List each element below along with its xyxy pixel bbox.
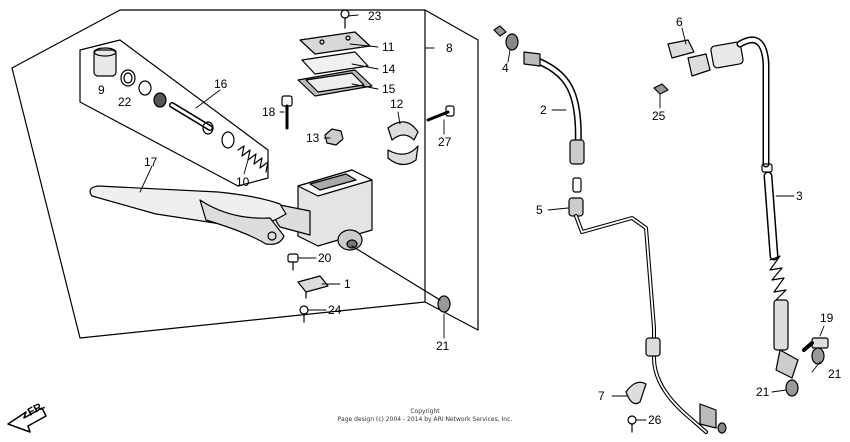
page-design-credit: Page design (c) 2004 - 2014 by ARI Netwo…	[337, 416, 513, 423]
callout-17: 17	[144, 155, 158, 169]
seal-ring	[153, 92, 167, 108]
callout-18: 18	[262, 105, 276, 119]
callout-11: 11	[382, 40, 395, 54]
callout-21-left: 21	[436, 339, 450, 353]
boot-part	[93, 47, 117, 77]
brake-pipe-part	[568, 177, 727, 434]
bracket-line-2	[424, 9, 479, 41]
callout-1: 1	[344, 277, 351, 291]
piston-part	[169, 102, 214, 135]
brake-lever-part	[89, 185, 287, 245]
bolt-25-part	[653, 83, 669, 95]
master-cylinder-group-outline	[11, 9, 426, 339]
callout-19: 19	[820, 311, 834, 325]
diaphragm-part	[297, 69, 373, 97]
callout-20: 20	[318, 251, 332, 265]
callout-7: 7	[598, 389, 605, 403]
piston-kit-outline	[79, 39, 269, 187]
callout-13: 13	[306, 131, 320, 145]
circlip-part	[120, 69, 136, 87]
brake-hose-upper	[523, 51, 585, 165]
oil-bolt-part	[493, 25, 519, 51]
nut-part	[324, 128, 344, 146]
front-direction-arrow	[7, 407, 47, 433]
callout-22: 22	[118, 95, 132, 109]
bracket-line	[424, 301, 479, 331]
callout-9: 9	[98, 83, 105, 97]
callout-23: 23	[368, 9, 382, 23]
callout-5: 5	[536, 203, 543, 217]
callout-2: 2	[540, 103, 547, 117]
callout-6: 6	[676, 15, 683, 29]
master-cylinder-body	[274, 169, 373, 251]
callout-16: 16	[214, 77, 228, 91]
callout-12: 12	[390, 97, 404, 111]
spring-part	[237, 145, 269, 173]
callout-27: 27	[438, 135, 452, 149]
callout-8: 8	[446, 41, 453, 55]
holder-part	[387, 121, 419, 166]
callout-21-right-upper: 21	[828, 367, 842, 381]
cap-plate-part	[301, 51, 369, 75]
hose-fitting-upper	[710, 36, 770, 168]
cap-screw-part	[340, 9, 350, 29]
callout-25: 25	[652, 109, 666, 123]
copyright-line: Copyright	[410, 408, 440, 415]
bolt-27-part	[426, 105, 455, 122]
sealing-washer-right-2	[811, 347, 825, 365]
callout-3: 3	[796, 189, 803, 203]
screw-20-part	[287, 253, 299, 271]
brake-switch-part	[297, 275, 329, 299]
leader-lines	[139, 14, 825, 421]
callout-10: 10	[236, 175, 250, 189]
cup-ring	[221, 131, 235, 149]
reservoir-cap-part	[299, 31, 371, 55]
callout-24: 24	[328, 303, 342, 317]
callout-14: 14	[382, 62, 396, 76]
callout-4: 4	[502, 61, 509, 75]
callout-15: 15	[382, 82, 396, 96]
pivot-bolt-part	[281, 95, 293, 130]
hose-stay-part	[667, 39, 711, 77]
callout-26: 26	[648, 413, 662, 427]
pipe-clamp-part	[625, 381, 647, 405]
callout-21-right-lower: 21	[756, 385, 770, 399]
washer-ring	[138, 80, 152, 96]
washer-leader	[351, 245, 441, 301]
sealing-washer-right-1	[785, 379, 799, 397]
sealing-washer-left	[437, 295, 451, 313]
brake-hose-lower	[761, 163, 799, 379]
